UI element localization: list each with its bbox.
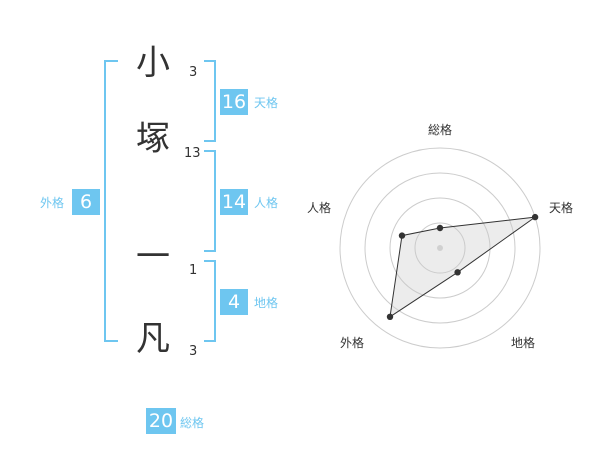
stroke-count-3: 1 bbox=[189, 263, 198, 278]
jinkaku-value: 14 bbox=[220, 189, 248, 215]
radar-center-point bbox=[437, 245, 443, 251]
soukaku-label: 総格 bbox=[180, 416, 205, 430]
radar-point-1 bbox=[436, 224, 444, 232]
soukaku-value: 20 bbox=[146, 408, 176, 434]
name-char-4: 凡 bbox=[136, 319, 170, 359]
radar-axis-label-tenkaku: 天格 bbox=[549, 201, 574, 215]
radar-point-4 bbox=[386, 313, 394, 320]
radar-axis-label-gaikaku: 外格 bbox=[340, 336, 365, 350]
radar-axis-label-jinkaku: 人格 bbox=[307, 201, 332, 215]
radar-data-polygon bbox=[389, 216, 536, 318]
radar-axis-label-soukaku: 総格 bbox=[428, 123, 453, 137]
stroke-count-1: 3 bbox=[189, 65, 198, 80]
jinkaku-label: 人格 bbox=[254, 196, 279, 210]
radar-grid-ring-3 bbox=[364, 172, 516, 324]
chikaku-bracket bbox=[204, 260, 216, 342]
name-char-1: 小 bbox=[136, 43, 170, 83]
radar-point-2 bbox=[531, 213, 539, 221]
radar-point-3 bbox=[454, 269, 461, 276]
stroke-count-2: 13 bbox=[184, 146, 201, 161]
radar-grid-ring-1 bbox=[414, 222, 466, 274]
gaikaku-value: 6 bbox=[72, 189, 100, 215]
tenkaku-bracket bbox=[204, 60, 216, 142]
chikaku-value: 4 bbox=[220, 289, 248, 315]
tenkaku-label: 天格 bbox=[254, 96, 279, 110]
gaikaku-label: 外格 bbox=[40, 196, 65, 210]
chikaku-label: 地格 bbox=[254, 296, 279, 310]
radar-grid-ring-2 bbox=[389, 197, 491, 299]
tenkaku-value: 16 bbox=[220, 89, 248, 115]
radar-grid-ring-4 bbox=[339, 147, 541, 349]
stroke-count-4: 3 bbox=[189, 344, 198, 359]
name-char-3: 一 bbox=[136, 237, 170, 277]
jinkaku-bracket bbox=[204, 150, 216, 252]
radar-axis-label-chikaku: 地格 bbox=[511, 336, 536, 350]
gaikaku-bracket bbox=[104, 60, 118, 342]
radar-point-5 bbox=[398, 232, 406, 239]
name-char-2: 塚 bbox=[136, 119, 170, 159]
